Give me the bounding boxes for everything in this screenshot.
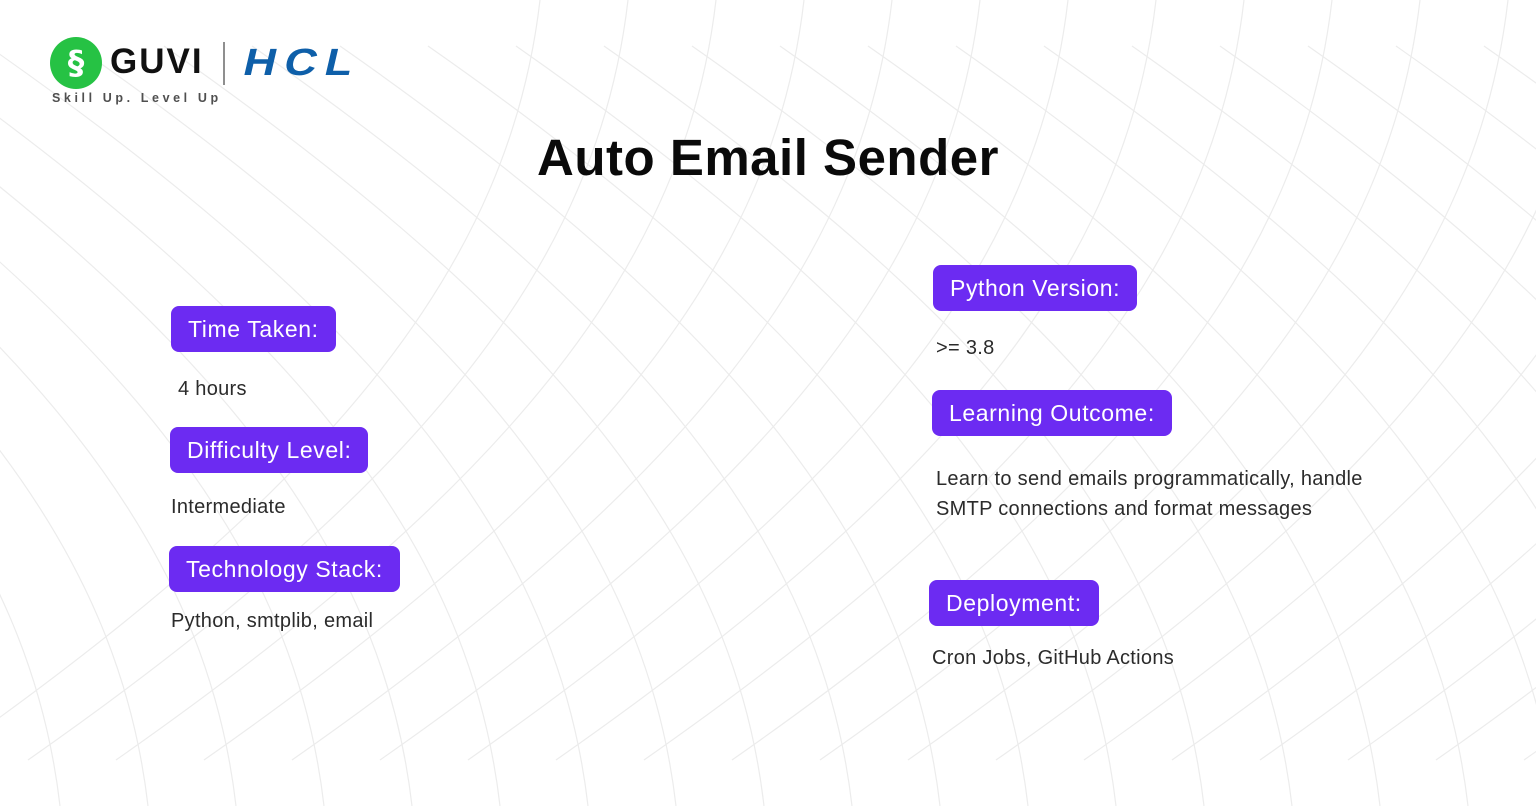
difficulty-level-value: Intermediate bbox=[171, 496, 286, 518]
guvi-wordmark: GUVI bbox=[110, 42, 204, 81]
deployment-badge: Deployment: bbox=[929, 580, 1099, 626]
hcl-logo: HCL bbox=[239, 42, 366, 84]
technology-stack-value: Python, smtplib, email bbox=[171, 610, 374, 632]
guvi-logo-icon: § bbox=[50, 37, 102, 89]
python-version-badge: Python Version: bbox=[933, 265, 1138, 311]
brand-divider bbox=[223, 42, 225, 85]
learning-outcome-value: Learn to send emails programmatically, h… bbox=[936, 468, 1363, 520]
time-taken-value: 4 hours bbox=[178, 378, 247, 400]
learning-outcome-badge: Learning Outcome: bbox=[932, 390, 1172, 436]
page-title: Auto Email Sender bbox=[537, 129, 999, 186]
brand-tagline: Skill Up. Level Up bbox=[52, 91, 222, 105]
python-version-value: >= 3.8 bbox=[936, 337, 995, 359]
difficulty-level-badge: Difficulty Level: bbox=[170, 427, 369, 473]
guvi-g-glyph-icon: § bbox=[67, 42, 85, 82]
time-taken-badge: Time Taken: bbox=[171, 306, 336, 352]
brand-header: § GUVI HCL Skill Up. Level Up bbox=[0, 0, 450, 115]
deployment-value: Cron Jobs, GitHub Actions bbox=[932, 647, 1175, 669]
technology-stack-badge: Technology Stack: bbox=[169, 546, 400, 592]
